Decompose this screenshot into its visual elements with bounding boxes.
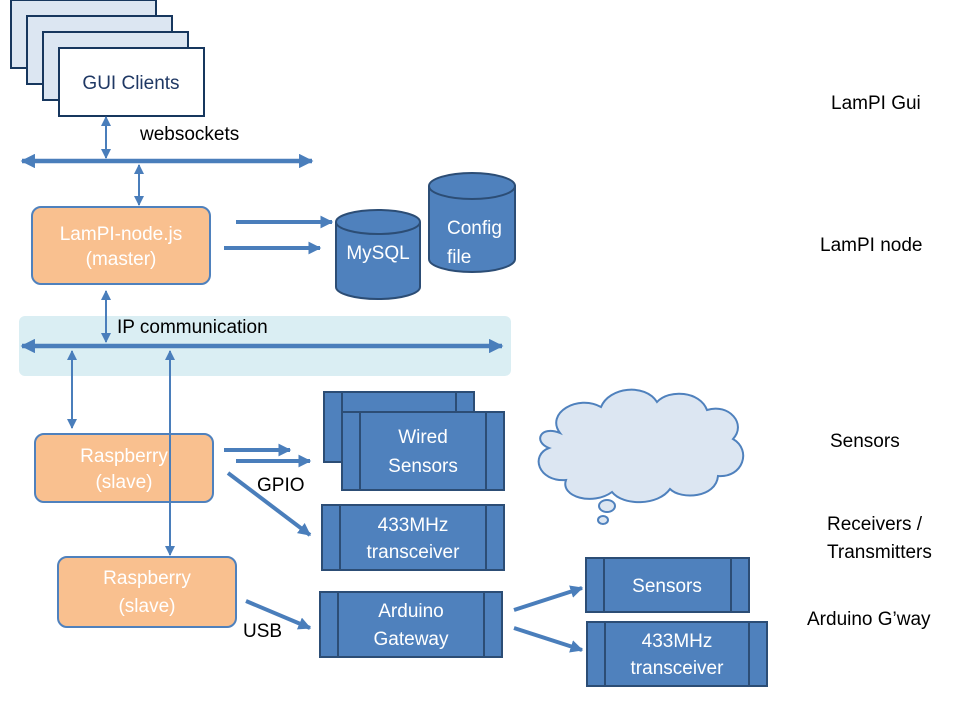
lampi-node-label-line1: LamPI-node.js — [60, 224, 183, 245]
raspberry2-label-line2: (slave) — [118, 596, 175, 617]
transceiver1-label-line2: transceiver — [367, 542, 461, 563]
wired-sensors-box — [341, 411, 505, 491]
config-file-label-line1: Config — [447, 218, 502, 239]
layer-label-node: LamPI node — [820, 235, 922, 256]
gpio-label: GPIO — [257, 475, 305, 496]
sensors-box-label: Sensors — [632, 576, 702, 597]
gui-clients-label: GUI Clients — [82, 73, 179, 94]
layer-label-receivers-line2: Transmitters — [827, 542, 932, 563]
transceiver2-label-line1: 433MHz — [642, 631, 713, 652]
raspberry1-to-transceiver-arrow — [226, 471, 312, 537]
gui-clients-stack: GUI Clients — [10, 0, 205, 117]
wireless-cloud — [537, 388, 745, 525]
layer-label-receivers-line1: Receivers / — [827, 514, 923, 535]
gui-clients-box — [58, 47, 205, 117]
raspberry1-box — [34, 433, 214, 503]
ip-communication-label: IP communication — [117, 317, 268, 338]
raspberry2-label-line1: Raspberry — [103, 568, 191, 589]
raspberry2-to-arduino-arrow — [245, 599, 312, 630]
transceiver2-label-line2: transceiver — [631, 658, 725, 679]
layer-label-arduino: Arduino G’way — [807, 609, 931, 630]
raspberry1-label-line2: (slave) — [95, 472, 152, 493]
transceiver2-box — [586, 621, 768, 687]
config-file-cylinder — [428, 172, 516, 273]
wired-sensors-label-line2: Sensors — [388, 456, 458, 477]
transceiver1-label-line1: 433MHz — [378, 515, 449, 536]
lampi-node-box — [31, 206, 211, 285]
mysql-cylinder — [335, 209, 421, 300]
arduino-to-transceiver-arrow — [513, 626, 584, 653]
wired-sensors-stack — [323, 391, 505, 491]
wired-sensors-label-line1: Wired — [398, 427, 448, 448]
usb-label: USB — [243, 621, 282, 642]
sensors-box — [585, 557, 750, 613]
raspberry2-box — [57, 556, 237, 628]
layer-label-gui: LamPI Gui — [831, 93, 921, 114]
layer-label-sensors: Sensors — [830, 431, 900, 452]
arduino-gateway-label-line2: Gateway — [374, 629, 449, 650]
arduino-gateway-label-line1: Arduino — [378, 601, 444, 622]
mysql-label: MySQL — [346, 243, 409, 264]
raspberry1-label-line1: Raspberry — [80, 446, 168, 467]
config-file-label-line2: file — [447, 247, 471, 268]
arduino-to-sensors-arrow — [513, 585, 584, 612]
websockets-label: websockets — [139, 124, 239, 145]
arduino-gateway-box — [319, 591, 503, 658]
lampi-node-label-line2: (master) — [86, 249, 157, 270]
transceiver1-box — [321, 504, 505, 571]
